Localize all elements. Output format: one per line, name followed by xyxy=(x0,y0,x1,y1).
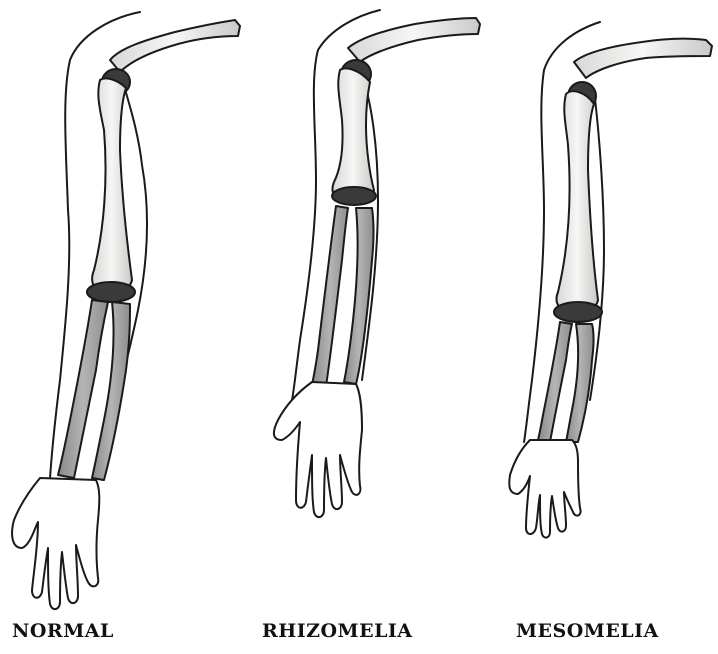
rhizomelia-arm-drawing xyxy=(274,10,480,517)
mesomelia-arm-drawing xyxy=(509,22,712,538)
label-rhizomelia: RHIZOMELIA xyxy=(262,620,422,642)
normal-humerus xyxy=(92,78,132,292)
label-normal: NORMAL xyxy=(12,620,132,642)
normal-hand xyxy=(12,478,99,609)
normal-elbow-joint xyxy=(87,282,135,302)
mesomelia-elbow-joint xyxy=(554,302,602,322)
mesomelia-clavicle xyxy=(574,39,712,78)
rhizomelia-humerus xyxy=(333,69,375,203)
rhizomelia-forearm-bones xyxy=(312,206,348,386)
rhizomelia-hand xyxy=(274,382,362,517)
label-mesomelia: MESOMELIA xyxy=(516,620,666,642)
normal-arm-drawing xyxy=(12,12,240,609)
mesomelia-forearm-bones xyxy=(538,322,572,442)
normal-clavicle xyxy=(110,20,240,72)
mesomelia-hand xyxy=(509,440,580,538)
mesomelia-humerus xyxy=(557,91,599,312)
rhizomelia-elbow-joint xyxy=(332,187,376,205)
rhizomelia-clavicle xyxy=(348,18,480,62)
